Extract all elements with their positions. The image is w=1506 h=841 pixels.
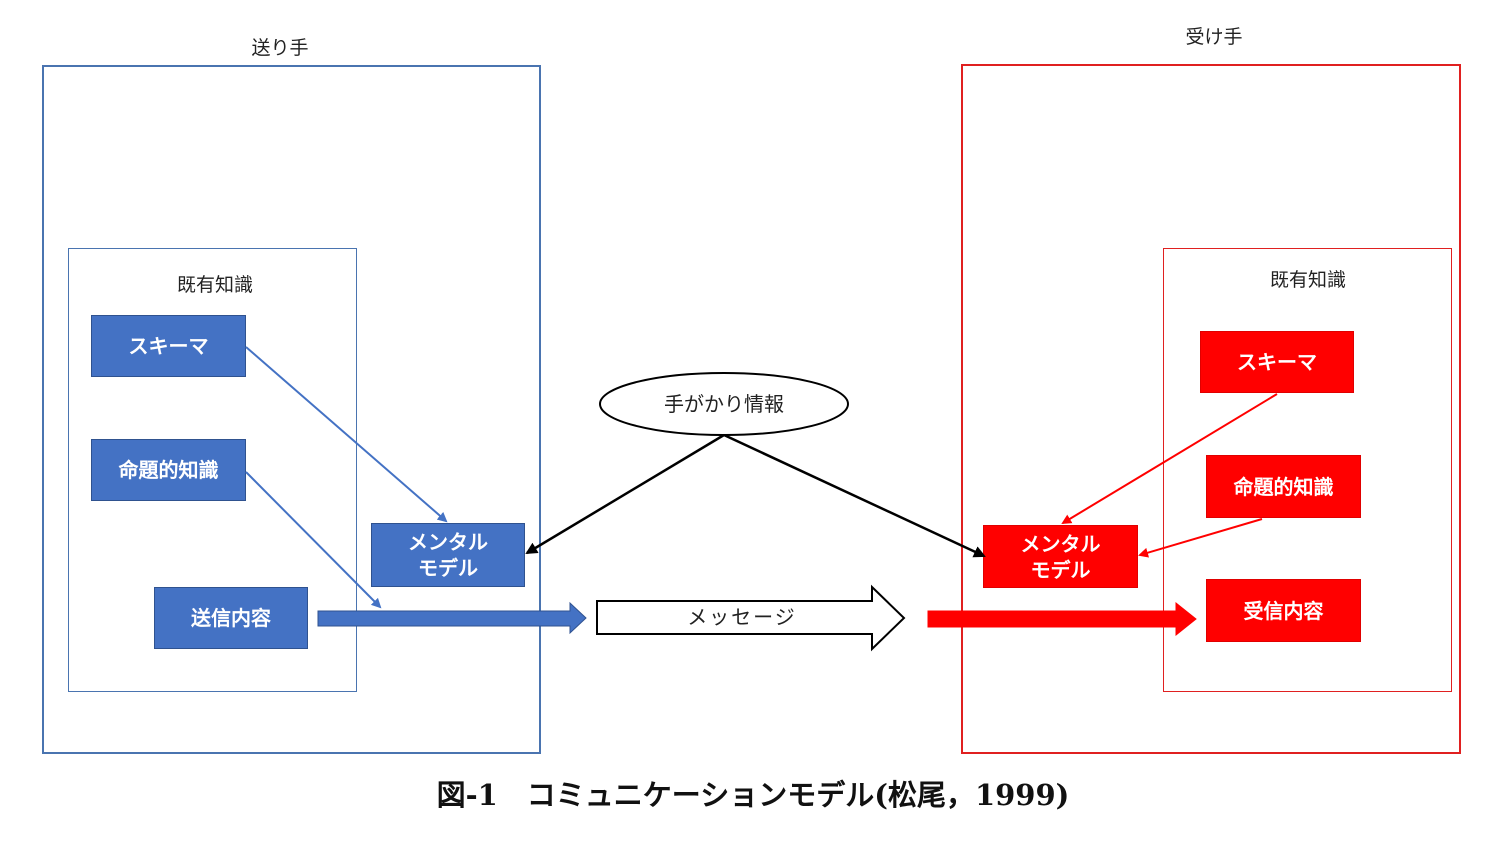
sender-knowledge-frame [68,248,357,692]
sender-mental-model-line2: モデル [418,556,478,580]
sender-mental-model-box: メンタル モデル [371,523,525,587]
receiver-schema-box: スキーマ [1200,331,1354,393]
arrow-receiver-schema-to-model [1061,393,1278,525]
receiver-content-label: 受信内容 [1243,598,1324,623]
cue-label: 手がかり情報 [664,392,784,416]
sender-content-box: 送信内容 [154,587,308,649]
receiver-propositional-box: 命題的知識 [1206,455,1361,518]
sender-frame [42,65,541,754]
message-arrow [596,584,906,652]
receiver-knowledge-title: 既有知識 [1269,269,1346,291]
sender-content-label: 送信内容 [191,606,271,630]
arrow-sender-output [317,601,587,635]
figure-caption: 図-1 コミュニケーションモデル(松尾，1999) [436,778,1070,812]
receiver-knowledge-frame [1163,248,1452,692]
arrow-cue-to-receiver-model [723,433,986,558]
arrow-sender-propositional-to-content [245,471,382,609]
receiver-title: 受け手 [1185,26,1243,48]
arrow-receiver-propositional-to-model [1138,518,1263,558]
sender-propositional-label: 命題的知識 [118,458,219,482]
arrow-sender-schema-to-model [245,346,448,523]
sender-schema-box: スキーマ [91,315,246,377]
sender-schema-label: スキーマ [128,334,209,358]
receiver-content-box: 受信内容 [1206,579,1361,642]
arrow-receiver-input [927,601,1197,637]
receiver-schema-label: スキーマ [1237,350,1317,374]
message-label: メッセージ [687,605,797,629]
receiver-mental-model-line2: モデル [1030,557,1091,582]
sender-propositional-box: 命題的知識 [91,439,246,501]
receiver-mental-model-box: メンタル モデル [983,525,1138,588]
receiver-propositional-label: 命題的知識 [1233,474,1334,499]
receiver-mental-model-line1: メンタル [1020,531,1101,556]
sender-title: 送り手 [251,37,309,59]
sender-knowledge-title: 既有知識 [176,274,253,296]
arrow-cue-to-sender-model [525,433,725,555]
sender-mental-model-line1: メンタル [408,530,488,554]
receiver-frame [961,64,1461,754]
